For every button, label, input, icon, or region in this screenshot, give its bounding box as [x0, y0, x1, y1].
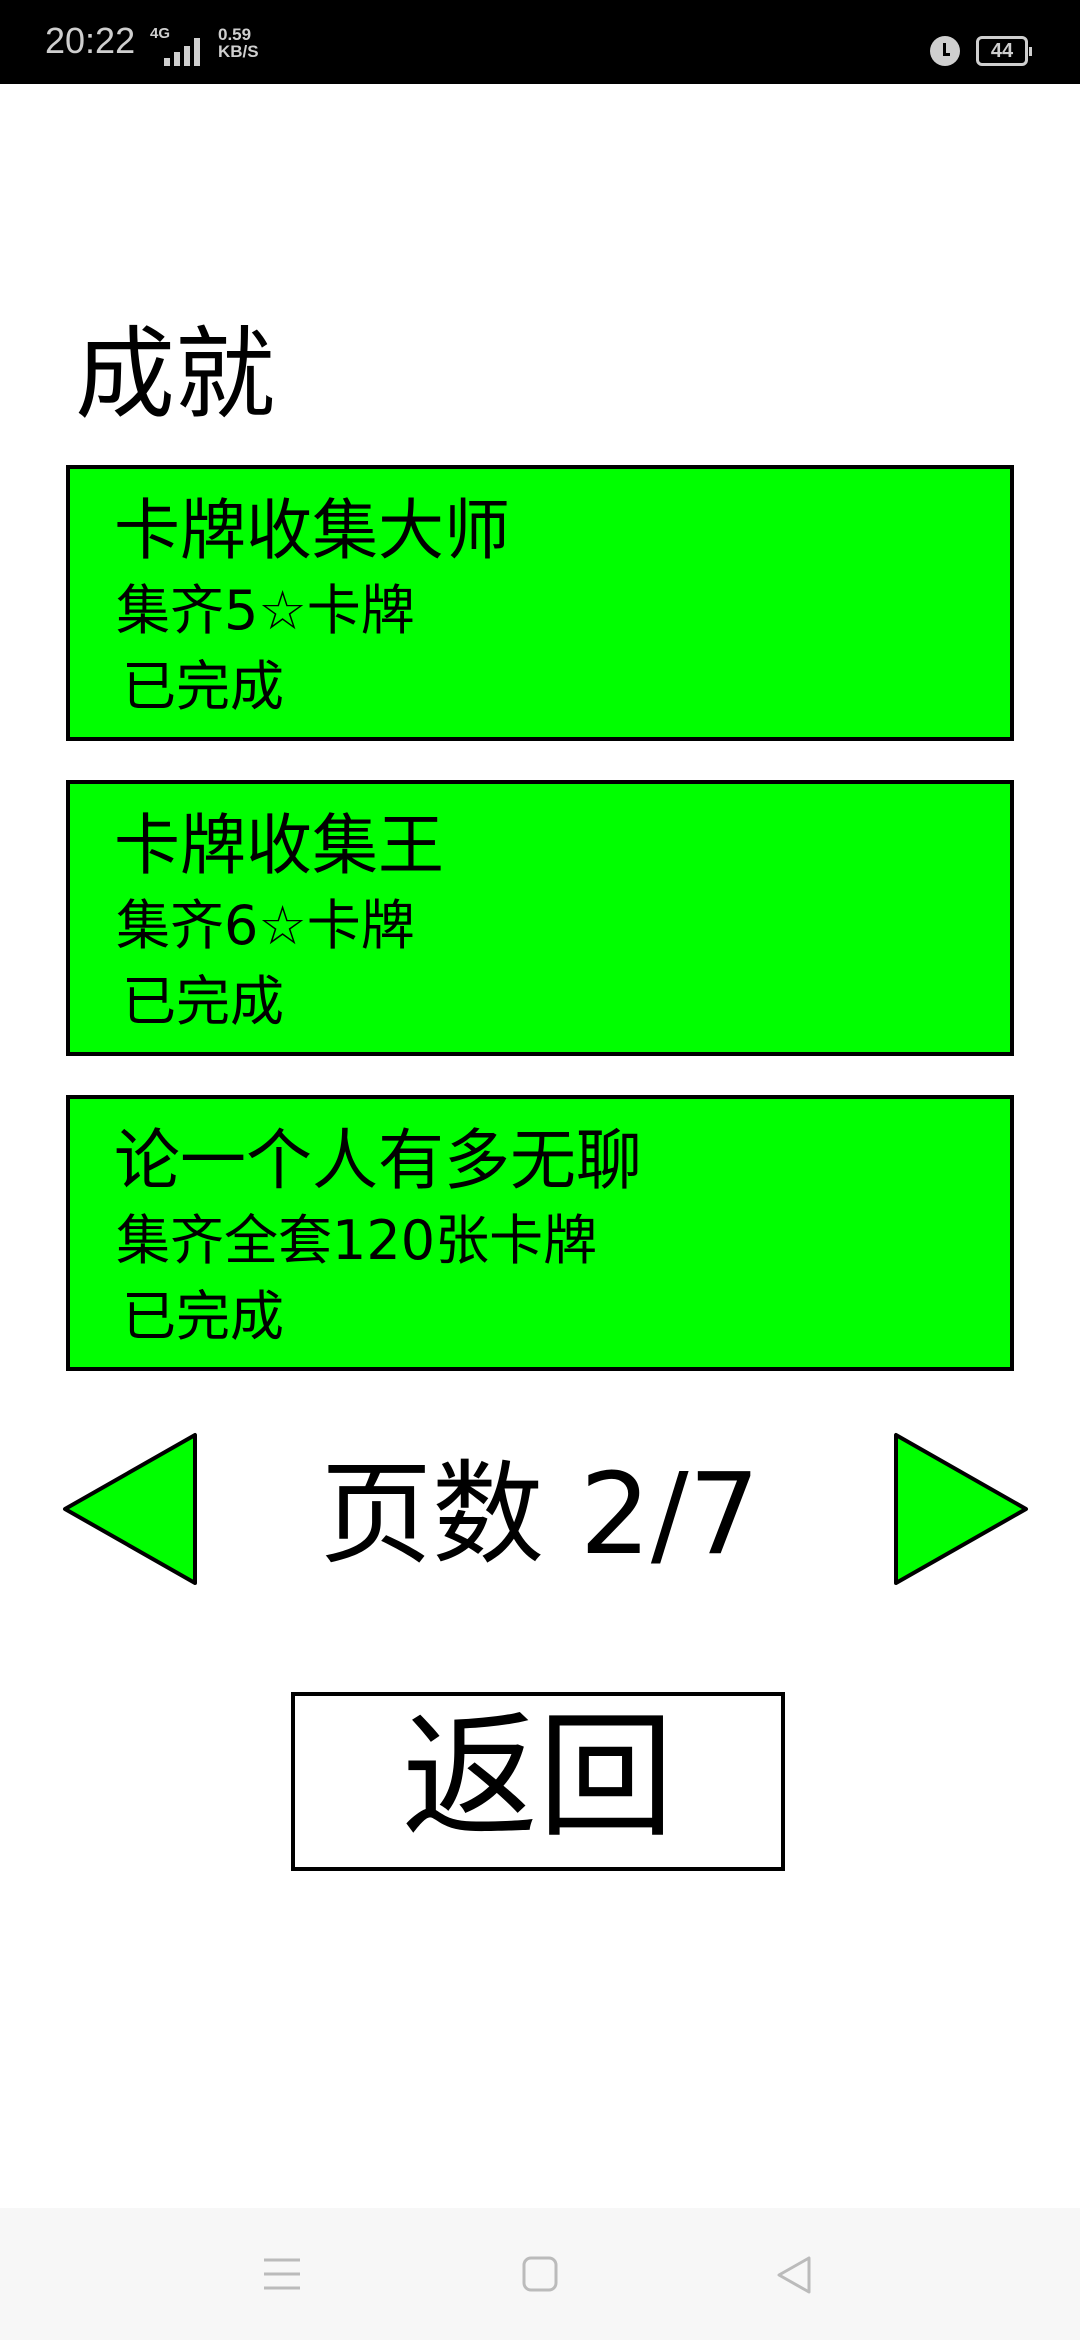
achievement-card: 卡牌收集大师 集齐5☆卡牌 已完成: [66, 465, 1014, 741]
achievement-status: 已完成: [122, 970, 284, 1033]
page-indicator: 页数 2/7: [320, 1450, 760, 1580]
achievement-status: 已完成: [122, 655, 284, 718]
network-type: 4G: [150, 25, 171, 42]
next-page-button[interactable]: [893, 1432, 1029, 1586]
home-icon[interactable]: [522, 2256, 558, 2292]
signal-icon: [164, 38, 200, 66]
achievement-card: 论一个人有多无聊 集齐全套120张卡牌 已完成: [66, 1095, 1014, 1371]
battery-icon: 44: [976, 36, 1032, 66]
achievement-title: 卡牌收集大师: [114, 492, 510, 569]
page-title: 成就: [75, 316, 275, 433]
achievement-description: 集齐5☆卡牌: [116, 579, 415, 642]
achievement-title: 论一个人有多无聊: [114, 1122, 642, 1199]
achievement-card: 卡牌收集王 集齐6☆卡牌 已完成: [66, 780, 1014, 1056]
alarm-icon: [930, 36, 960, 66]
prev-page-button[interactable]: [62, 1432, 198, 1586]
achievement-title: 卡牌收集王: [114, 807, 444, 884]
achievement-description: 集齐全套120张卡牌: [116, 1209, 598, 1272]
achievement-description: 集齐6☆卡牌: [116, 894, 415, 957]
menu-icon[interactable]: [262, 2256, 302, 2292]
status-time: 20:22: [45, 20, 136, 61]
achievement-status: 已完成: [122, 1285, 284, 1348]
navigation-bar: [0, 2208, 1080, 2340]
back-nav-icon[interactable]: [776, 2256, 812, 2294]
back-button[interactable]: 返回: [291, 1692, 785, 1871]
